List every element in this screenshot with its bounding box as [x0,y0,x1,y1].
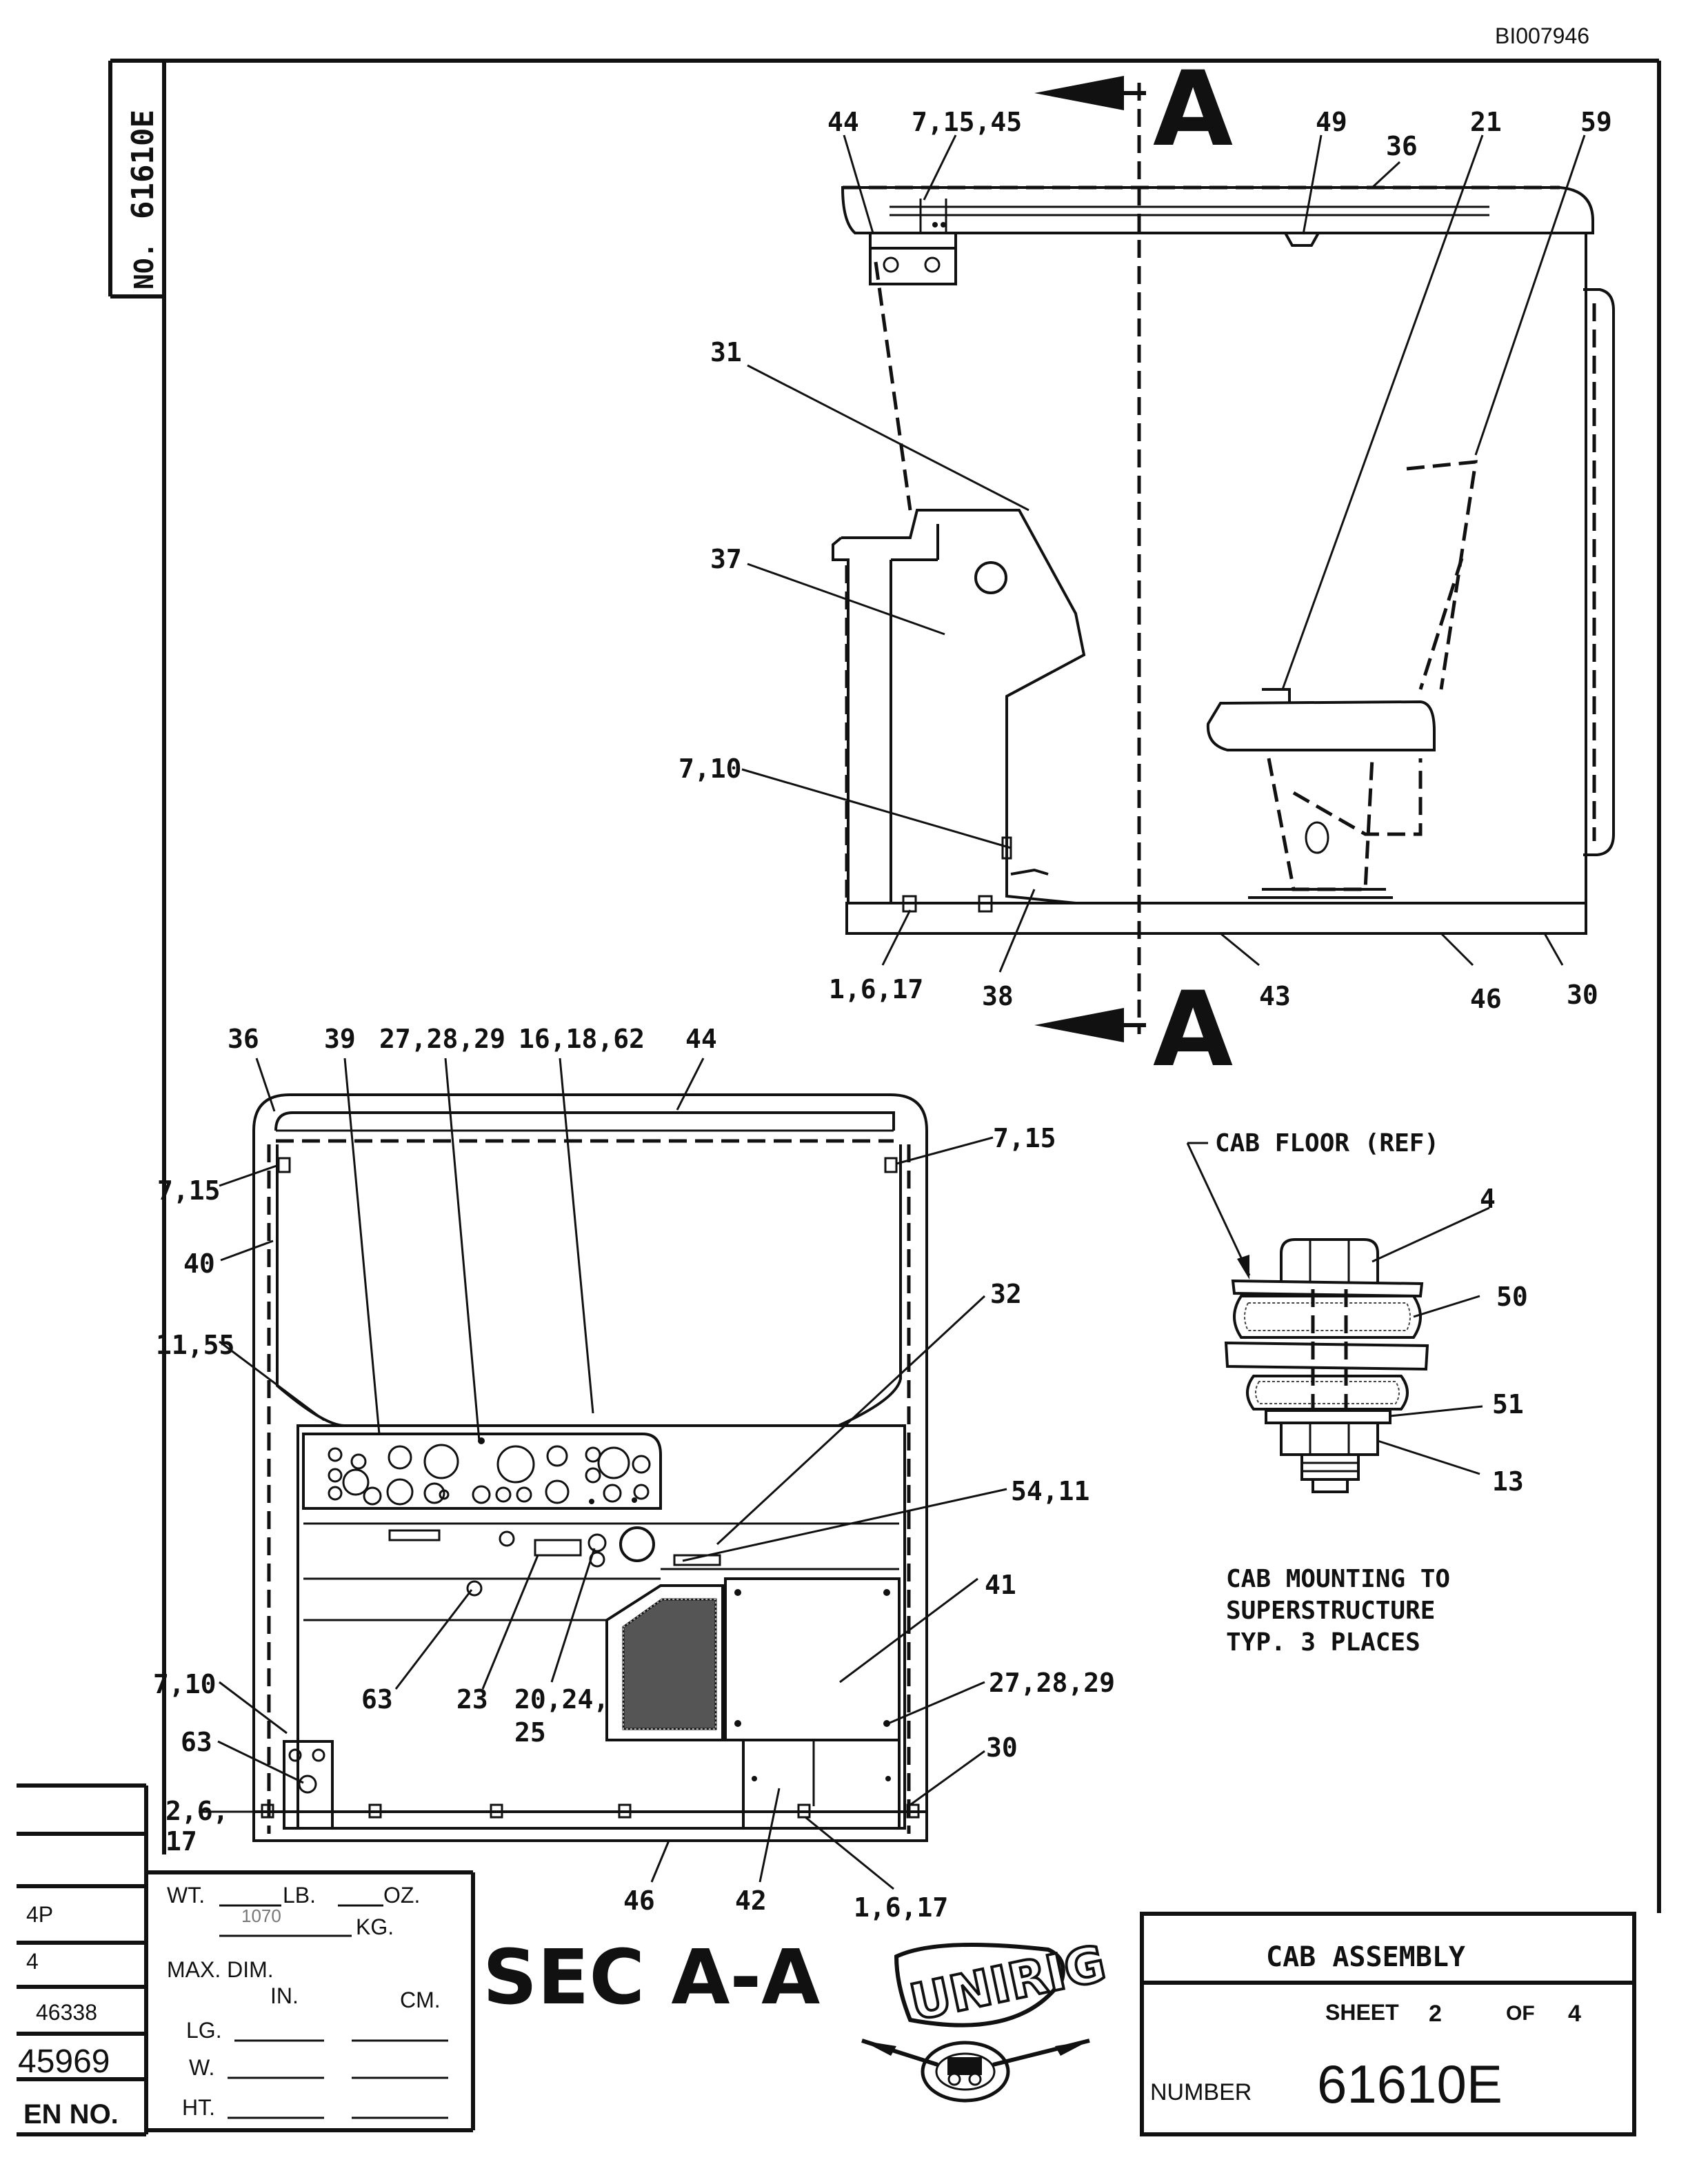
document-id: BI007946 [1495,23,1589,48]
drawing-no-vertical: 61610E [125,110,161,219]
callout: 1,6,17 [829,974,923,1004]
callout: 7,10 [679,754,742,784]
wt-label: WT. [167,1883,205,1908]
cm-label: CM. [400,1988,441,2012]
mount-note-line: CAB MOUNTING TO [1226,1565,1450,1593]
callout: 37 [710,544,742,574]
callout: 49 [1316,107,1347,137]
callout: 1,6,17 [854,1892,948,1923]
callout: 27,28,29 [379,1024,505,1054]
unirig-logo: UNIRIG [861,1932,1112,2103]
callout: 32 [990,1279,1022,1309]
section-letter-top: A [1153,50,1233,170]
callout: 7,15 [157,1175,221,1206]
front-view-leaders [199,1058,1007,1890]
callout: 40 [183,1248,215,1279]
mount-note-line: TYP. 3 PLACES [1226,1628,1420,1657]
section-letter-bottom: A [1153,970,1233,1090]
margin-row: EN NO. [23,2099,119,2130]
callout: 17 [165,1826,197,1857]
left-margin-table: 4P 4 46338 45969 EN NO. [17,1783,148,2136]
kg-label: KG. [356,1914,394,1939]
title-block: CAB ASSEMBLY SHEET 2 OF 4 NUMBER 61610E [1140,1912,1636,2136]
callout: 36 [228,1024,259,1054]
callout: 16,18,62 [519,1024,645,1054]
callout: 44 [827,107,859,137]
section-arrow-bottom: A [1034,970,1233,1090]
front-view [252,1093,928,1842]
ht-label: HT. [182,2095,215,2120]
lb-label: LB. [283,1883,316,1908]
callout: 51 [1492,1389,1524,1419]
in-label: IN. [270,1983,299,2008]
callout: 59 [1580,107,1612,137]
section-arrow-top: A [1034,50,1233,170]
sheet-number: 2 [1429,2001,1442,2027]
margin-row: 4 [26,1949,39,1974]
lg-label: LG. [186,2018,222,2043]
margin-row: 45969 [18,2043,110,2080]
callout: 7,15,45 [912,107,1022,137]
callout: 11,55 [156,1330,234,1360]
callout: 25 [514,1717,546,1748]
drawing-number-strip: NO. 61610E [125,110,161,290]
callout: 31 [710,337,742,367]
drawing-number: 61610E [1317,2054,1503,2114]
weight-dimension-block: WT. LB. OZ. 1070 KG. MAX. DIM. IN. CM. L… [146,1870,475,2132]
margin-row: 4P [26,1902,53,1927]
callout: 20,24, [514,1684,609,1715]
callout: 30 [1567,980,1598,1010]
callout: 41 [985,1570,1016,1600]
mount-note-line: SUPERSTRUCTURE [1226,1597,1435,1625]
callout: 4 [1480,1184,1496,1214]
callout: 38 [982,981,1014,1011]
callout: 36 [1386,131,1418,161]
oz-label: OZ. [383,1883,420,1908]
callout: 39 [324,1024,356,1054]
sheet-label: SHEET [1325,2000,1399,2025]
callout: 63 [181,1727,212,1757]
front-view-callouts: 36 39 27,28,29 16,18,62 44 7,15 7,15 40 … [153,1024,1115,1923]
number-label: NUMBER [1150,2079,1252,2105]
callout: 50 [1496,1282,1528,1312]
callout: 46 [623,1885,655,1916]
side-view [832,83,1615,1034]
cab-floor-ref-label: CAB FLOOR (REF) [1215,1129,1439,1157]
callout: 30 [986,1732,1018,1763]
callout: 13 [1492,1466,1524,1497]
callout: 7,10 [153,1669,217,1699]
w-label: W. [189,2055,214,2080]
callout: 21 [1470,107,1502,137]
of-label: OF [1506,2002,1535,2025]
callout: 46 [1470,984,1502,1014]
margin-row: 46338 [36,2000,97,2025]
callout: 63 [361,1684,393,1715]
callout: 43 [1259,981,1291,1011]
drawing-no-prefix: NO. [129,242,159,290]
sheet-border [108,59,1661,1913]
kg-value: 1070 [241,1905,281,1926]
side-view-callouts: 44 7,15,45 49 36 21 59 31 37 7,10 1,6,17… [679,107,1612,1014]
callout: 7,15 [993,1123,1056,1153]
cab-mount-detail: CAB FLOOR (REF) 4 [1186,1129,1528,1657]
callout: 44 [685,1024,717,1054]
drawing-title: CAB ASSEMBLY [1266,1941,1465,1973]
callout: 42 [735,1885,767,1916]
callout: 54,11 [1011,1476,1089,1506]
callout: 2,6, [165,1796,229,1826]
callout: 27,28,29 [989,1668,1115,1698]
side-view-leaders [741,134,1586,973]
max-dim-label: MAX. DIM. [167,1957,274,1982]
sheet-total: 4 [1568,2001,1581,2027]
callout: 23 [456,1684,488,1715]
section-title: SEC A-A [483,1933,820,2021]
